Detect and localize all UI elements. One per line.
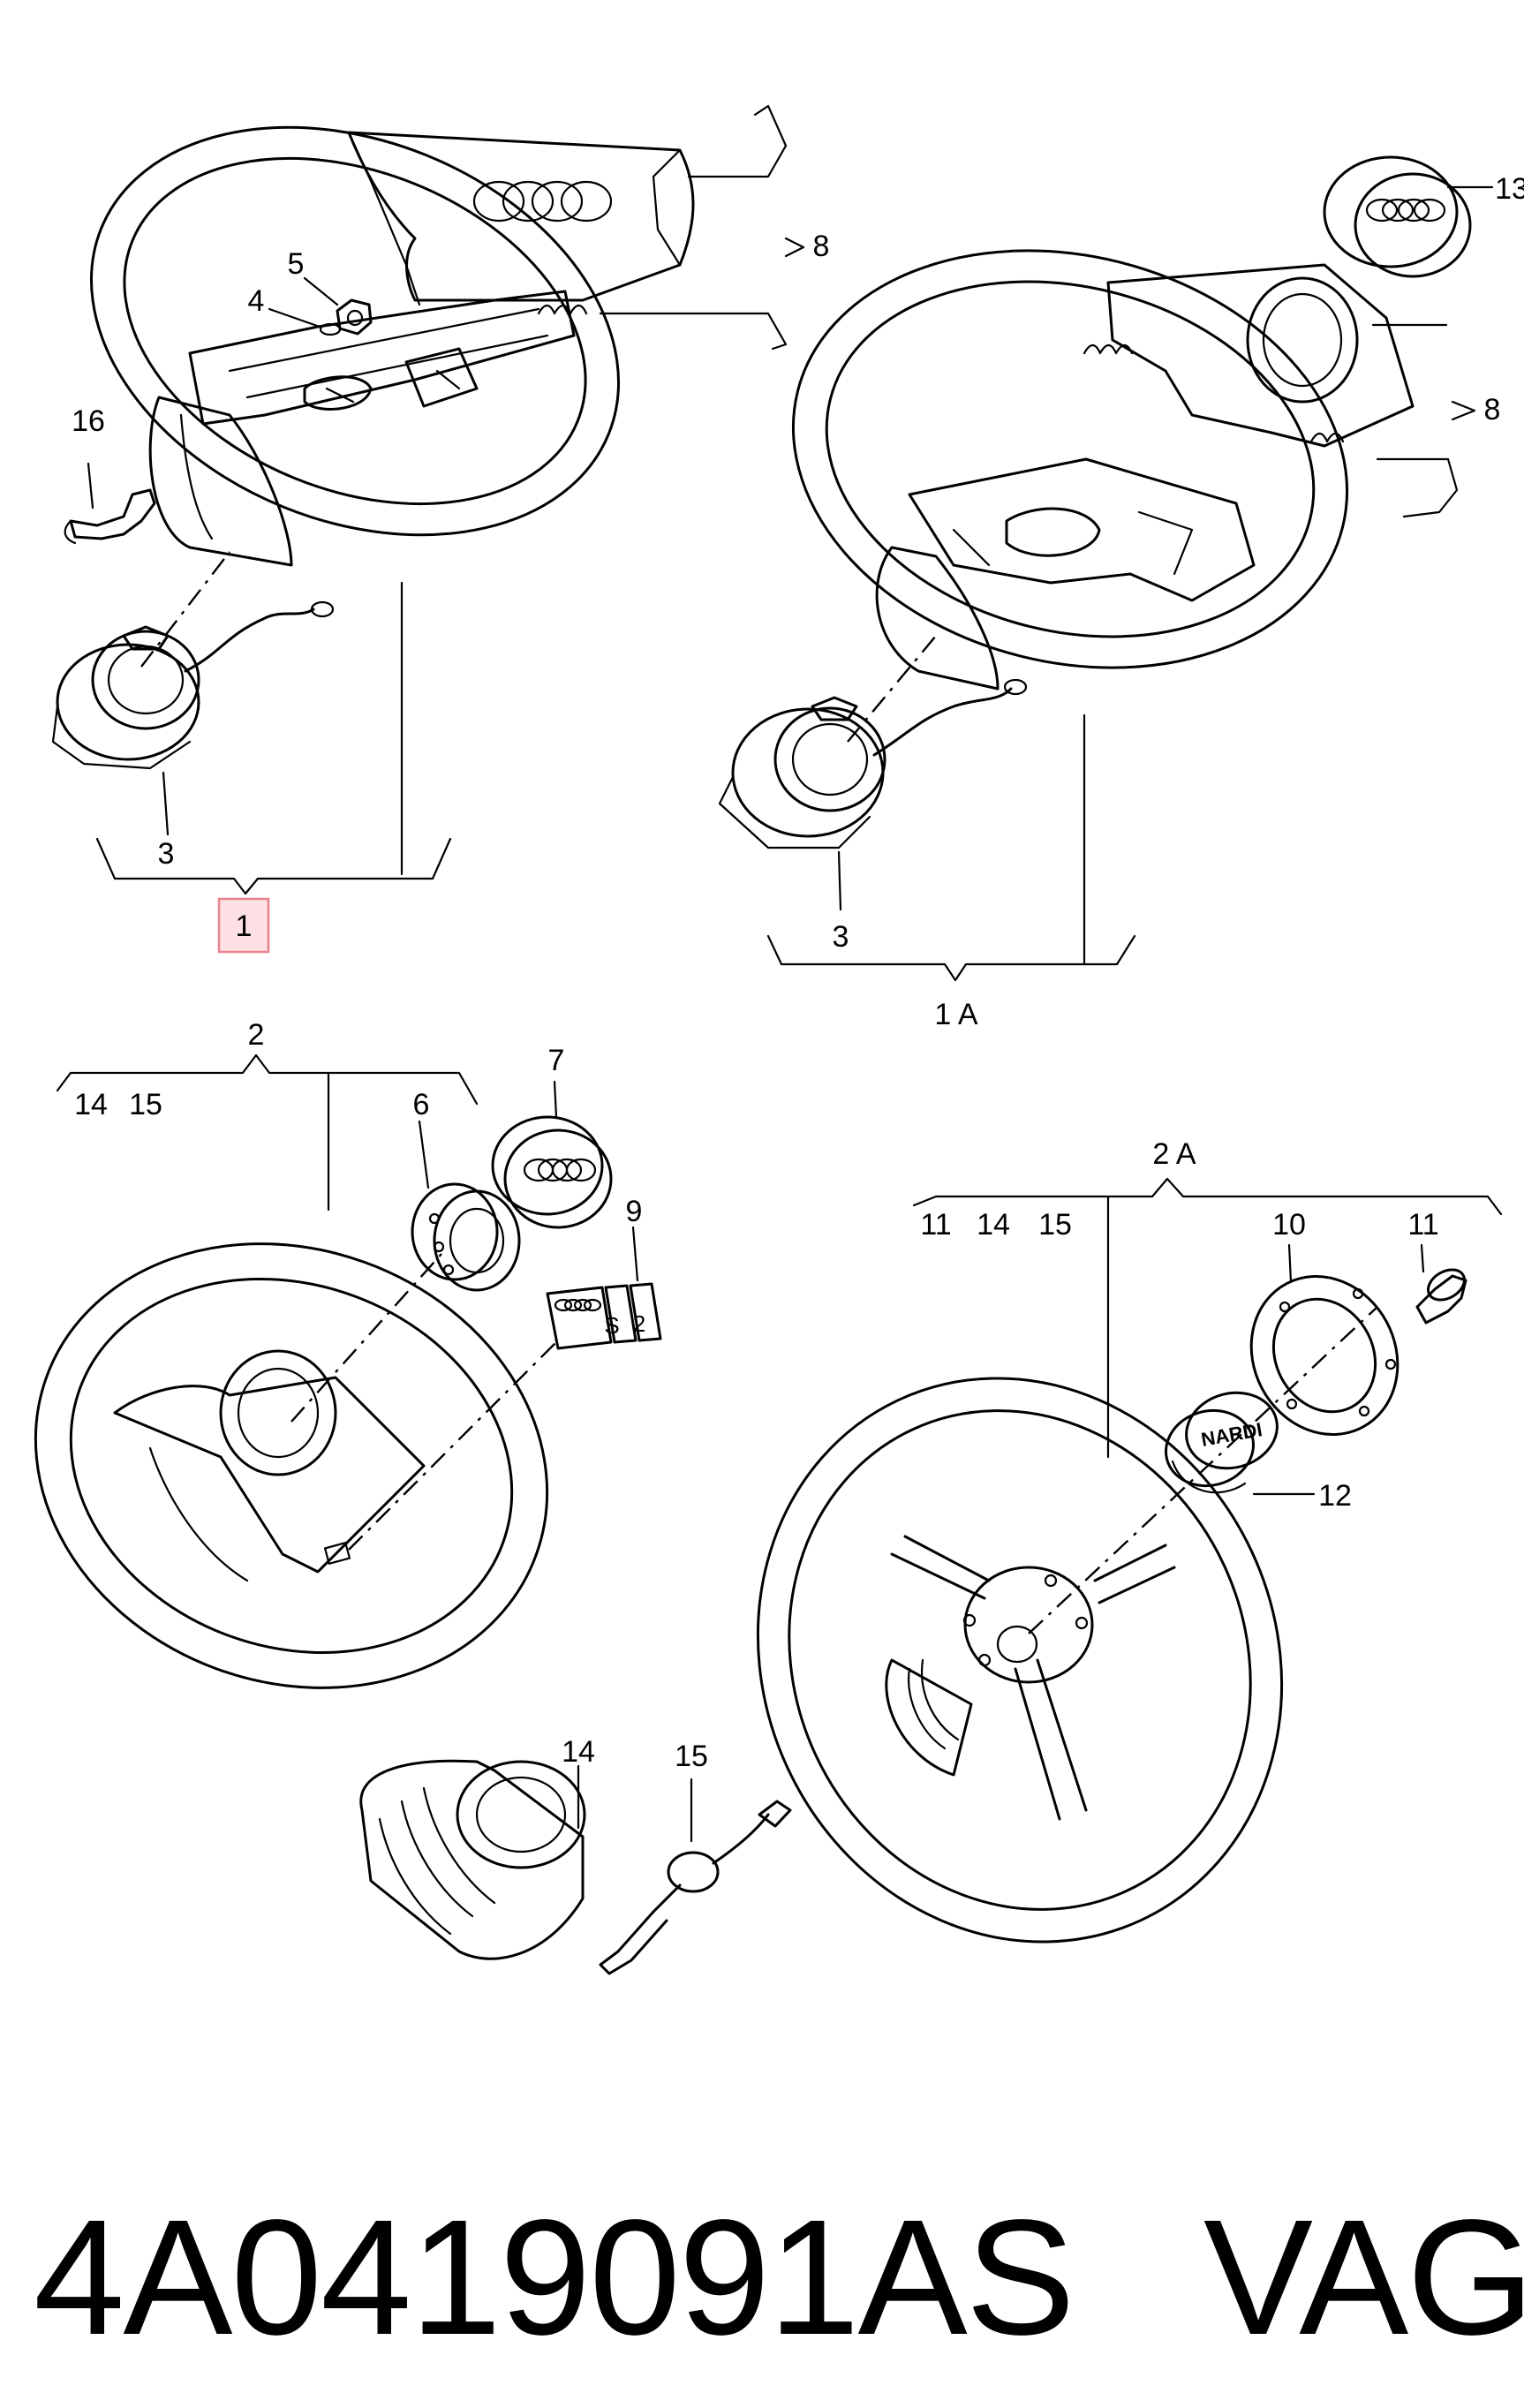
nardi-cap-12 <box>1164 1391 1279 1494</box>
badge-s-text: S <box>604 1312 619 1339</box>
callout-9: 9 <box>626 1195 643 1228</box>
callout-10: 10 <box>1272 1208 1306 1242</box>
bracket-8-right <box>1371 323 1476 518</box>
callout-8-right: 8 <box>1484 393 1501 426</box>
horn-pad-8-left <box>347 131 695 315</box>
axis-line-right <box>847 635 937 743</box>
steering-wheel-2 <box>34 1242 549 1689</box>
bracket-1a <box>766 713 1136 982</box>
callout-7: 7 <box>548 1044 565 1077</box>
callout-15-wire: 15 <box>675 1740 708 1773</box>
callout-13: 13 <box>1495 172 1524 206</box>
callout-16: 16 <box>72 404 105 438</box>
callout-5: 5 <box>288 247 305 281</box>
callout-11-screw: 11 <box>1407 1208 1438 1242</box>
bracket-2 <box>56 1053 479 1212</box>
callout-6: 6 <box>413 1088 430 1121</box>
callout-4: 4 <box>248 284 265 318</box>
contact-wire-15 <box>599 1800 792 1975</box>
bracket-8-left-tip <box>784 237 805 258</box>
washer-4 <box>319 322 342 336</box>
horn-cap-13 <box>1323 155 1472 278</box>
hub-boss-14 <box>359 1759 586 1960</box>
steering-wheel-1 <box>90 125 620 567</box>
callout-3-right: 3 <box>833 920 849 954</box>
callout-1a: 1 A <box>934 998 977 1031</box>
steering-wheel-2a <box>756 1377 1284 1944</box>
part-number: 4A0419091AS <box>34 2186 1075 2369</box>
screw-11 <box>1415 1268 1467 1325</box>
nut-5 <box>336 298 373 336</box>
badge-axis-line <box>348 1341 557 1551</box>
bracket-1 <box>95 581 452 895</box>
slip-ring-3-left <box>51 600 335 770</box>
callout-8-left: 8 <box>813 230 830 263</box>
callout-14-bracket-2a: 14 <box>977 1208 1010 1242</box>
bracket-8-left-upper <box>687 104 788 178</box>
badge-set-9 <box>546 1282 662 1350</box>
horn-pad-8-right <box>1083 263 1415 448</box>
callout-12: 12 <box>1318 1479 1352 1513</box>
axis-line-2a <box>1028 1306 1378 1634</box>
badge-2-text: 2 <box>633 1310 645 1337</box>
callout-2a: 2 A <box>1152 1137 1196 1171</box>
callout-2: 2 <box>248 1018 265 1052</box>
slip-ring-3-right <box>718 678 1028 849</box>
callout-14-hub: 14 <box>562 1735 595 1769</box>
mounting-ring-10 <box>1249 1275 1400 1436</box>
callout-3-left: 3 <box>158 837 175 871</box>
axis-line-left <box>140 551 230 668</box>
callout-11-bracket: 11 <box>920 1208 951 1242</box>
callout-15-bracket-2: 15 <box>129 1088 162 1121</box>
bracket-2a <box>912 1177 1503 1459</box>
callout-14-bracket-2: 14 <box>74 1088 108 1121</box>
callout-15-bracket-2a: 15 <box>1038 1208 1072 1242</box>
steering-wheel-1a <box>791 249 1349 691</box>
callout-1: 1 <box>236 910 253 943</box>
highlight-box-1 <box>217 897 270 954</box>
hub-axis-line <box>290 1253 442 1423</box>
brand-name: VAG <box>1203 2186 1524 2369</box>
part-number-footer: 4A0419091AS VAG <box>34 2186 1524 2369</box>
horn-button-7 <box>491 1115 613 1229</box>
hub-adapter-6 <box>411 1182 521 1292</box>
bolt-16 <box>64 462 156 545</box>
bracket-8-left-lower <box>599 312 788 351</box>
